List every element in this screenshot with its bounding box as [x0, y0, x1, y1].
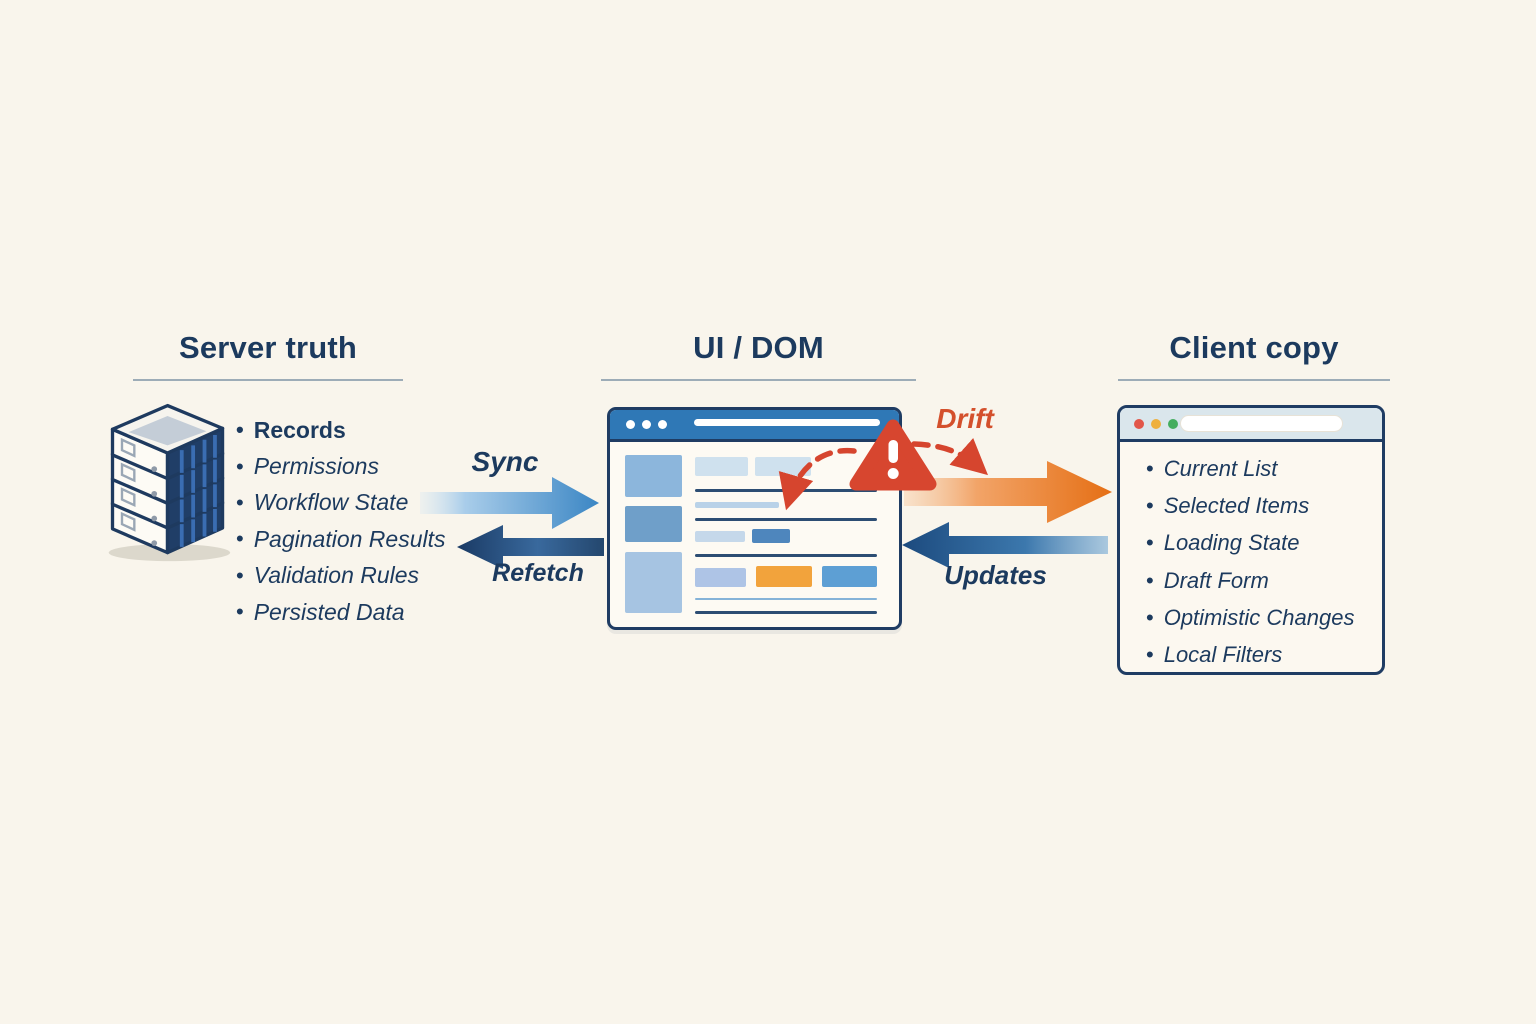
client-item-label: Draft Form [1163, 567, 1269, 593]
list-item: • Pagination Results [236, 521, 446, 557]
client-title: Client copy [1169, 330, 1339, 365]
drift-label: Drift [936, 403, 994, 434]
content-bar [695, 502, 779, 508]
content-bar [695, 531, 745, 542]
ui-title: UI / DOM [693, 330, 824, 365]
bullet-icon: • [1146, 567, 1154, 593]
server-stack-icon [108, 403, 231, 562]
content-divider [695, 611, 877, 614]
server-item-label: Records [253, 416, 346, 443]
sync-label: Sync [471, 446, 539, 477]
server-item-label: Validation Rules [253, 562, 420, 589]
bullet-icon: • [236, 562, 244, 588]
client-item-label: Loading State [1163, 530, 1300, 556]
sidebar-block [625, 552, 682, 613]
content-bar-orange [756, 566, 812, 587]
bullet-icon: • [1146, 530, 1154, 556]
window-dot-icon [626, 420, 635, 429]
server-item-label: Pagination Results [253, 525, 446, 552]
traffic-light-red-icon [1134, 419, 1144, 429]
drift-arrow [904, 461, 1112, 523]
client-copy-window: • Current List • Selected Items • Loading S… [1117, 405, 1385, 675]
window-dot-icon [658, 420, 667, 429]
content-bar [695, 568, 746, 587]
sync-arrow [420, 477, 599, 529]
window-dot-icon [642, 420, 651, 429]
list-item: • Selected Items [1146, 487, 1354, 524]
traffic-light-yellow-icon [1151, 419, 1161, 429]
title-underline [133, 379, 403, 381]
ui-column-header: UI / DOM [601, 330, 916, 381]
list-item: • Persisted Data [236, 594, 446, 630]
content-button-block [752, 529, 790, 543]
list-item: • Validation Rules [236, 558, 446, 594]
bullet-icon: • [1146, 455, 1154, 481]
content-bar [822, 566, 877, 587]
list-item: • Local Filters [1146, 636, 1354, 672]
content-divider [695, 518, 877, 521]
server-item-label: Workflow State [253, 489, 409, 516]
client-item-label: Local Filters [1163, 642, 1283, 668]
title-underline [1118, 379, 1390, 381]
title-underline [601, 379, 916, 381]
content-divider [695, 489, 877, 492]
bullet-icon: • [1146, 492, 1154, 518]
bullet-icon: • [236, 417, 244, 443]
bullet-icon: • [236, 489, 244, 515]
browser-titlebar [610, 410, 899, 442]
content-divider-light [695, 598, 877, 600]
list-item: • Current List [1146, 450, 1354, 487]
server-title: Server truth [178, 330, 358, 365]
content-bar [755, 457, 811, 476]
bullet-icon: • [236, 526, 244, 552]
browser-content [610, 442, 899, 626]
list-item: • Draft Form [1146, 562, 1354, 599]
server-items-list: • Records • Permissions • Workflow State • P… [236, 412, 446, 630]
ui-dom-browser-window [607, 407, 902, 630]
list-item: • Records [236, 412, 446, 448]
list-item: • Permissions [236, 448, 446, 484]
client-column-header: Client copy [1118, 330, 1390, 381]
updates-label: Updates [944, 560, 1047, 590]
sidebar-block [625, 455, 682, 497]
list-item: • Workflow State [236, 485, 446, 521]
list-item: • Optimistic Changes [1146, 599, 1354, 636]
refetch-label: Refetch [492, 559, 584, 587]
bullet-icon: • [1146, 604, 1154, 630]
sidebar-block [625, 506, 682, 542]
drift-arc-right [911, 438, 989, 476]
bullet-icon: • [236, 453, 244, 479]
content-bar [695, 457, 748, 476]
address-bar [694, 419, 880, 426]
server-item-label: Permissions [253, 453, 379, 480]
server-column-header: Server truth [133, 330, 403, 381]
client-items-list: • Current List • Selected Items • Loading S… [1146, 450, 1354, 672]
traffic-light-green-icon [1168, 419, 1178, 429]
client-item-label: Current List [1163, 455, 1278, 481]
bullet-icon: • [1146, 642, 1154, 668]
server-item-label: Persisted Data [253, 598, 405, 625]
address-bar [1180, 415, 1343, 432]
client-item-label: Optimistic Changes [1163, 604, 1355, 630]
list-item: • Loading State [1146, 525, 1354, 562]
client-item-label: Selected Items [1163, 492, 1310, 518]
bullet-icon: • [236, 599, 244, 625]
content-divider [695, 554, 877, 557]
browser-titlebar [1120, 408, 1382, 442]
